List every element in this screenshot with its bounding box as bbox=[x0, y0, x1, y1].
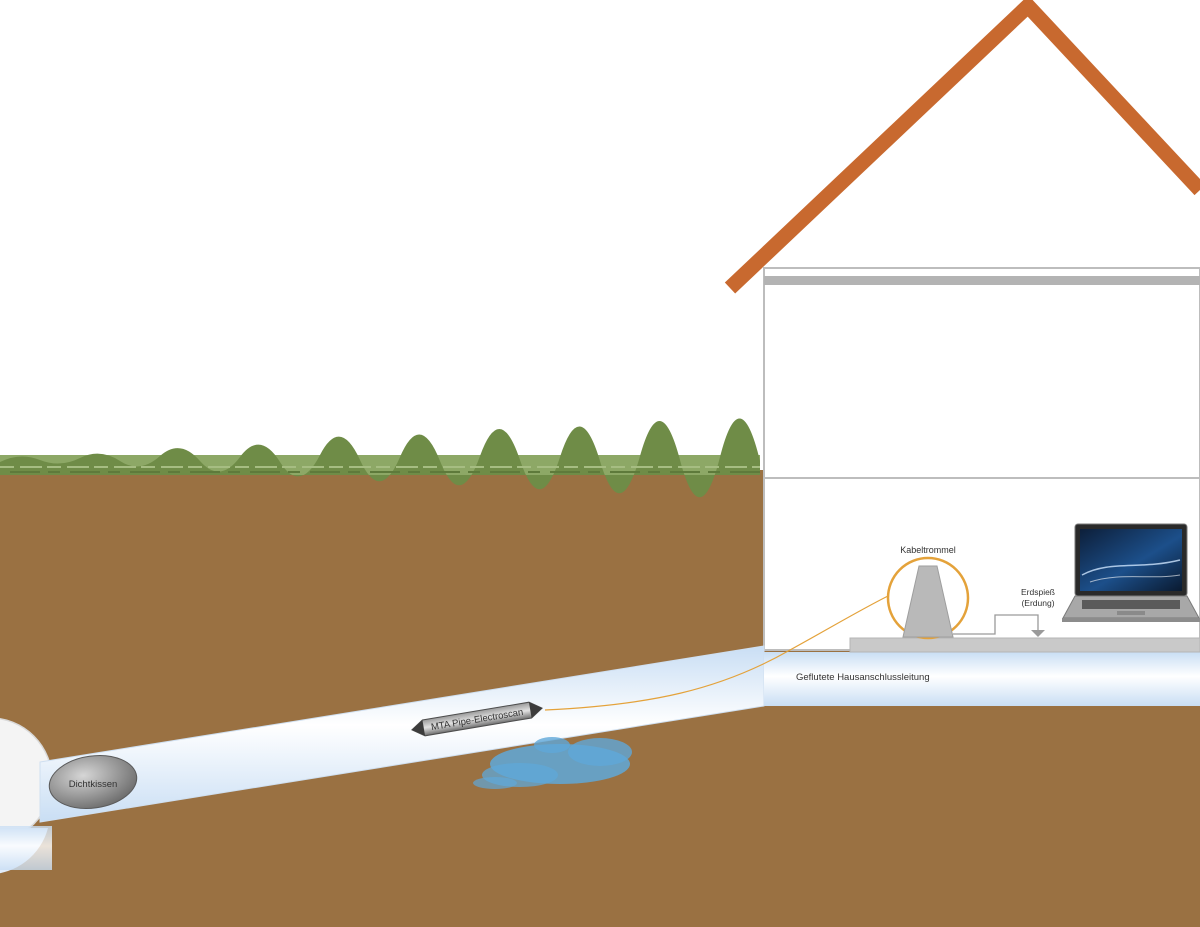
house-pipe-label: Geflutete Hausanschlussleitung bbox=[796, 672, 930, 683]
ground-spike-label-2: (Erdung) bbox=[1021, 598, 1054, 608]
laptop-icon bbox=[1062, 523, 1200, 622]
cable-drum-label: Kabeltrommel bbox=[900, 545, 956, 555]
leak-water bbox=[473, 737, 632, 789]
house-connection-pipe bbox=[764, 652, 1200, 706]
roof bbox=[724, 0, 1200, 294]
cable-drum-reel bbox=[886, 556, 970, 640]
basement-slab bbox=[849, 637, 1200, 653]
ground-spike-label-1: Erdspieß bbox=[1021, 587, 1055, 597]
cushion-label: Dichtkissen bbox=[69, 779, 118, 790]
cable-drum: Kabeltrommel bbox=[886, 545, 970, 640]
cable-drum-stand bbox=[902, 565, 954, 638]
ground-spike: Erdspieß (Erdung) bbox=[953, 587, 1055, 637]
attic-floor bbox=[764, 276, 1200, 285]
ground-spike-icon bbox=[1031, 630, 1045, 637]
cable bbox=[544, 595, 889, 711]
grass-strip bbox=[0, 418, 760, 498]
sealing-cushion: Dichtkissen bbox=[48, 755, 138, 809]
